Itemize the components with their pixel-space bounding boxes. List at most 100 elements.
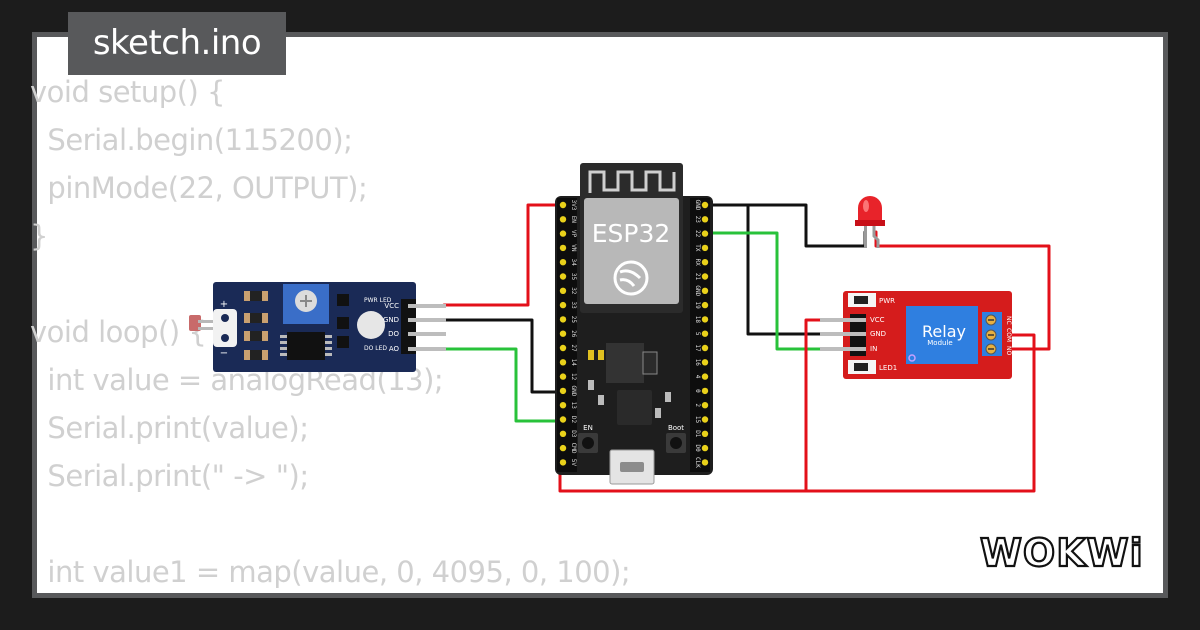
file-tab[interactable]: sketch.ino <box>68 12 286 75</box>
esp32-pin[interactable] <box>559 244 567 252</box>
relay-module[interactable]: PWR LED1 VCC GND IN Relay Module NC <box>820 291 1012 379</box>
esp32-pin-label-right: 2 <box>694 403 701 407</box>
esp32-pin-label-right: 17 <box>694 344 701 352</box>
wire-ldr-vcc[interactable] <box>442 203 564 307</box>
esp32-pin[interactable] <box>559 201 567 209</box>
code-line: } <box>30 219 48 253</box>
esp32-pin-label-right: 4 <box>694 375 701 379</box>
esp32-pin-label-left: 33 <box>570 301 577 309</box>
esp32-pin[interactable] <box>701 230 709 237</box>
relay-pwr-label: PWR <box>879 297 895 305</box>
esp32-pin-label-right: 5 <box>694 332 701 336</box>
esp32-pin[interactable] <box>701 373 709 380</box>
relay-terminal-com: COM <box>1005 328 1012 342</box>
esp32-pin-label-right: 23 <box>694 216 701 224</box>
esp32-pin[interactable] <box>701 273 709 280</box>
esp32-pin[interactable] <box>701 259 709 266</box>
esp32-pin-label-left: GND <box>570 385 577 396</box>
esp32-pin-label-right: CLK <box>694 457 701 468</box>
esp32-pin[interactable] <box>559 416 567 423</box>
esp32-pin[interactable] <box>701 244 709 252</box>
esp32-pin-label-right: 18 <box>694 316 701 324</box>
esp32-pin[interactable] <box>701 416 709 423</box>
relay-led1-label: LED1 <box>879 364 897 372</box>
esp32-pin-label-right: 15 <box>694 416 701 424</box>
esp32-pin[interactable] <box>701 430 709 437</box>
esp32-pin-label-left: 5V <box>570 459 577 467</box>
esp32-pin[interactable] <box>701 216 709 223</box>
esp32-pin[interactable] <box>701 359 709 366</box>
esp32-pin[interactable] <box>559 344 567 352</box>
esp32-pin-label-right: D0 <box>694 444 701 452</box>
esp32-pin-label-left: EN <box>570 216 577 224</box>
wire-ldr-gnd[interactable] <box>442 318 562 394</box>
esp32-pin-label-left: CMD <box>570 443 577 454</box>
do-led-label: DO LED <box>364 345 387 352</box>
esp32-board[interactable]: ESP32 3V3ENVPVN343532332526271412GND13D2… <box>555 163 713 485</box>
esp32-pin-label-left: 12 <box>570 373 577 381</box>
esp32-pin-label-left: 27 <box>570 344 577 352</box>
esp32-pin[interactable] <box>559 444 567 452</box>
esp32-pin[interactable] <box>701 387 709 395</box>
red-led[interactable] <box>855 196 885 248</box>
esp32-pin[interactable] <box>559 330 567 337</box>
esp32-pin[interactable] <box>701 344 709 352</box>
code-preview: void setup() { Serial.begin(115200); pin… <box>30 68 631 596</box>
esp32-pin[interactable] <box>701 402 709 409</box>
esp32-pin-label-right: 22 <box>694 230 701 238</box>
wire-esp-gnd-led[interactable] <box>706 203 867 248</box>
esp32-pin[interactable] <box>559 273 567 280</box>
esp32-pin[interactable] <box>559 359 567 366</box>
relay-subtitle: Module <box>927 339 952 347</box>
esp32-pin[interactable] <box>559 373 567 380</box>
ldr-plus: + <box>220 299 228 310</box>
esp32-pin[interactable] <box>701 459 709 466</box>
esp32-pin[interactable] <box>559 259 567 266</box>
relay-terminal-no: NO <box>1005 346 1012 355</box>
ldr-pin-vcc: VCC <box>384 302 399 310</box>
ldr-minus: − <box>220 348 228 359</box>
esp32-pin-label-left: 25 <box>570 316 577 324</box>
wire-esp-gnd-relay[interactable] <box>720 203 822 336</box>
esp32-pin[interactable] <box>559 301 567 309</box>
esp32-pin[interactable] <box>559 459 567 466</box>
esp32-pin[interactable] <box>559 430 567 437</box>
ldr-sensor-module[interactable]: + − PWR LED DO LED <box>189 282 446 372</box>
esp32-pin-label-left: 34 <box>570 259 577 267</box>
esp32-pin[interactable] <box>559 287 567 294</box>
wires <box>442 203 1051 493</box>
esp32-pin[interactable] <box>559 316 567 323</box>
wire-ldr-ao[interactable] <box>442 347 562 423</box>
esp32-pin-label-left: VN <box>570 244 577 252</box>
esp32-pin-label-left: 32 <box>570 287 577 295</box>
esp32-pin[interactable] <box>701 444 709 452</box>
esp32-pin[interactable] <box>559 230 567 237</box>
espressif-logo-icon <box>613 260 649 296</box>
code-line: void loop() { <box>30 315 207 349</box>
esp32-pin[interactable] <box>559 216 567 223</box>
relay-pin-vcc: VCC <box>870 316 885 324</box>
wire-relay-com[interactable] <box>804 333 1036 493</box>
relay-pin-gnd: GND <box>870 330 886 338</box>
wokwi-logo: WOKWi <box>979 530 1144 576</box>
esp32-pin[interactable] <box>559 402 567 409</box>
esp32-pin-label-right: 19 <box>694 301 701 309</box>
pwr-led-label: PWR LED <box>364 297 392 304</box>
esp32-pin[interactable] <box>701 330 709 337</box>
esp32-pin[interactable] <box>559 387 567 395</box>
esp32-pin-label-right: TX <box>694 244 701 252</box>
esp32-pin-label-left: VP <box>570 230 577 238</box>
esp32-pin[interactable] <box>701 287 709 294</box>
esp32-pin-label-left: 26 <box>570 330 577 338</box>
wire-esp-22-relay[interactable] <box>706 231 822 351</box>
esp32-pin-label-right: GND <box>694 285 701 296</box>
relay-terminal-nc: NC <box>1005 316 1012 325</box>
esp32-pin-label-left: 35 <box>570 273 577 281</box>
relay-pin-in: IN <box>870 345 877 353</box>
ldr-pin-ao: AO <box>389 345 400 353</box>
esp32-pin[interactable] <box>701 301 709 309</box>
esp32-pin[interactable] <box>701 201 709 209</box>
ldr-pin-gnd: GND <box>383 316 399 324</box>
esp32-pin[interactable] <box>701 316 709 323</box>
esp32-pin-label-right: RX <box>694 259 701 267</box>
